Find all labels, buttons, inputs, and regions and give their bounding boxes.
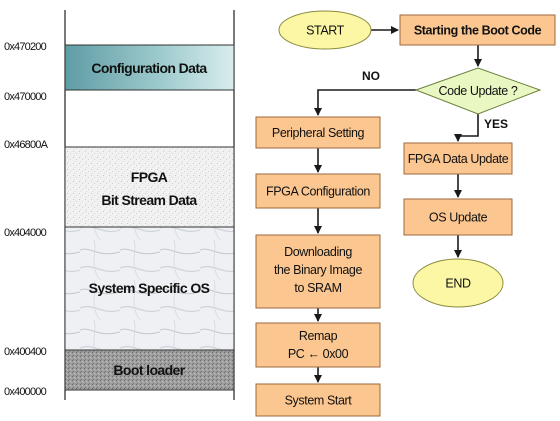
- no-branch-label: NO: [362, 69, 380, 83]
- code-update-decision-label: Code Update ?: [439, 84, 518, 98]
- remap-box-label-line1: Remap: [299, 329, 338, 343]
- segment-os-label: System Specific OS: [89, 280, 210, 296]
- address-label: 0x400400: [4, 346, 47, 358]
- system-start-box-label: System Start: [285, 394, 353, 408]
- address-label: 0x400000: [4, 386, 47, 398]
- boot-code-box: Starting the Boot Code: [399, 14, 556, 46]
- address-label: 0x470000: [4, 91, 47, 103]
- system-start-box-shape: [255, 383, 381, 417]
- code-update-decision: Code Update ?: [414, 67, 542, 115]
- start-terminal-shape: [278, 10, 372, 50]
- peripheral-setting-box: Peripheral Setting: [255, 116, 381, 149]
- download-image-box-shape: [255, 234, 381, 309]
- address-label: 0x404000: [4, 227, 47, 239]
- end-terminal-label: END: [445, 277, 471, 291]
- address-label: 0x46800A: [4, 139, 49, 151]
- yes-branch-label: YES: [484, 117, 508, 131]
- fpga-configuration-box-label: FPGA Configuration: [266, 185, 370, 199]
- fpga-data-update-box-label: FPGA Data Update: [408, 152, 509, 166]
- segment-boot-label: Boot loader: [113, 362, 185, 378]
- download-image-box: Downloading the Binary Image to SRAM: [255, 234, 381, 309]
- peripheral-setting-box-shape: [255, 116, 381, 149]
- os-update-box: OS Update: [403, 198, 513, 236]
- memory-map: Configuration Data FPGA Bit Stream Data …: [4, 10, 235, 400]
- system-start-box: System Start: [255, 383, 381, 417]
- download-image-box-label-line3: to SRAM: [294, 281, 341, 295]
- segment-boot: Boot loader: [64, 349, 235, 391]
- fpga-data-update-box-shape: [403, 142, 513, 175]
- address-label: 0x470200: [4, 41, 47, 53]
- segment-fpga: FPGA Bit Stream Data: [64, 146, 235, 228]
- segment-fpga-label-line1: FPGA: [131, 169, 168, 185]
- segment-os: System Specific OS: [64, 226, 235, 351]
- segment-boot-fill: [64, 349, 235, 391]
- flowchart: START Starting the Boot Code Code Update…: [255, 10, 556, 417]
- os-update-box-label: OS Update: [429, 211, 488, 225]
- fpga-configuration-box-shape: [255, 173, 381, 209]
- download-image-box-label-line2: the Binary Image: [274, 263, 363, 277]
- connector-no-branch: [314, 89, 416, 116]
- remap-box-label-line2: PC ← 0x00: [288, 347, 349, 361]
- connector-yes-branch: [454, 114, 479, 142]
- remap-box: Remap PC ← 0x00: [255, 322, 381, 368]
- peripheral-setting-box-label: Peripheral Setting: [272, 126, 365, 140]
- start-terminal: START: [278, 10, 372, 50]
- code-update-decision-shape: [414, 67, 542, 115]
- end-terminal-shape: [412, 258, 504, 308]
- boot-code-box-shape: [399, 14, 556, 46]
- remap-box-shape: [255, 322, 381, 368]
- segment-fpga-fill: [64, 146, 235, 228]
- segment-configuration-label: Configuration Data: [91, 60, 207, 76]
- fpga-data-update-box: FPGA Data Update: [403, 142, 513, 175]
- boot-code-box-label: Starting the Boot Code: [414, 24, 542, 38]
- segment-fpga-label-line2: Bit Stream Data: [101, 192, 197, 208]
- start-terminal-label: START: [306, 24, 345, 38]
- fpga-configuration-box: FPGA Configuration: [255, 173, 381, 209]
- os-update-box-shape: [403, 198, 513, 236]
- download-image-box-label-line1: Downloading: [284, 245, 352, 259]
- end-terminal: END: [412, 258, 504, 308]
- segment-os-fill: [64, 226, 235, 351]
- segment-configuration-fill: [64, 44, 235, 91]
- segment-configuration: Configuration Data: [64, 44, 235, 91]
